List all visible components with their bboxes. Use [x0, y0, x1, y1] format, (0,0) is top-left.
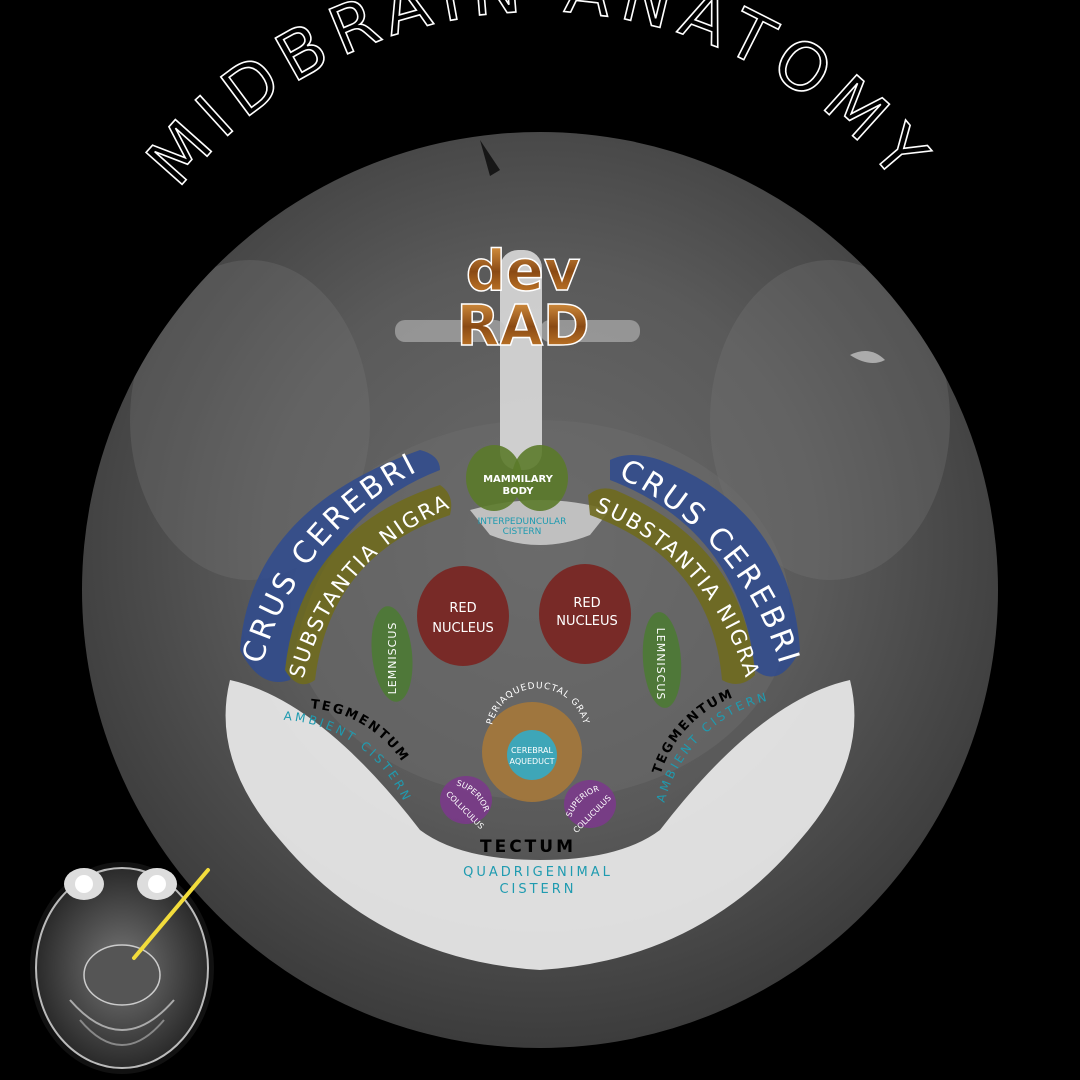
mammillary-label-1: MAMMILARY: [483, 474, 554, 485]
substantia-nigra-left: [285, 485, 452, 685]
mammillary-label-2: BODY: [503, 486, 535, 497]
red-nucleus-left-label-2: NUCLEUS: [432, 621, 494, 636]
tectum-label: TECTUM: [480, 837, 576, 857]
interpeduncular-label-1: INTERPEDUNCULAR: [478, 517, 567, 527]
devrad-logo: dev RAD: [456, 238, 590, 360]
quadrigeminal-label-2: CISTERN: [499, 882, 576, 897]
cistern-csf: [225, 680, 855, 970]
aqueduct-label-2: AQUEDUCT: [509, 757, 554, 766]
lemniscus-left: LEMNISCUS: [371, 606, 413, 702]
mammillary-body: MAMMILARY BODY: [466, 445, 568, 511]
svg-text:dev: dev: [466, 239, 581, 304]
interpeduncular-label-2: CISTERN: [503, 527, 542, 537]
inset-axial-mri-thumbnail: [30, 862, 214, 1074]
substantia-nigra-right: [588, 488, 755, 684]
crus-cerebri-right: [610, 455, 800, 677]
red-nucleus-left: RED NUCLEUS: [417, 566, 509, 666]
red-nucleus-left-label-1: RED: [449, 601, 476, 616]
aqueduct-label-1: CEREBRAL: [511, 746, 553, 755]
red-nucleus-right-label-2: NUCLEUS: [556, 614, 618, 629]
third-ventricle: [500, 250, 542, 470]
red-nucleus-right: RED NUCLEUS: [539, 564, 631, 664]
lemniscus-right: LEMNISCUS: [642, 612, 682, 708]
crus-cerebri-left: [240, 450, 440, 682]
cerebral-aqueduct: [507, 730, 557, 780]
lemniscus-right-label: LEMNISCUS: [654, 628, 667, 701]
svg-text:RAD: RAD: [457, 294, 590, 359]
red-nucleus-right-label-1: RED: [573, 596, 600, 611]
interpeduncular-cistern: INTERPEDUNCULAR CISTERN: [478, 517, 567, 537]
quadrigeminal-label-1: QUADRIGENIMAL: [463, 865, 613, 880]
slice-indicator-line: [132, 868, 210, 960]
lemniscus-left-label: LEMNISCUS: [386, 622, 399, 695]
